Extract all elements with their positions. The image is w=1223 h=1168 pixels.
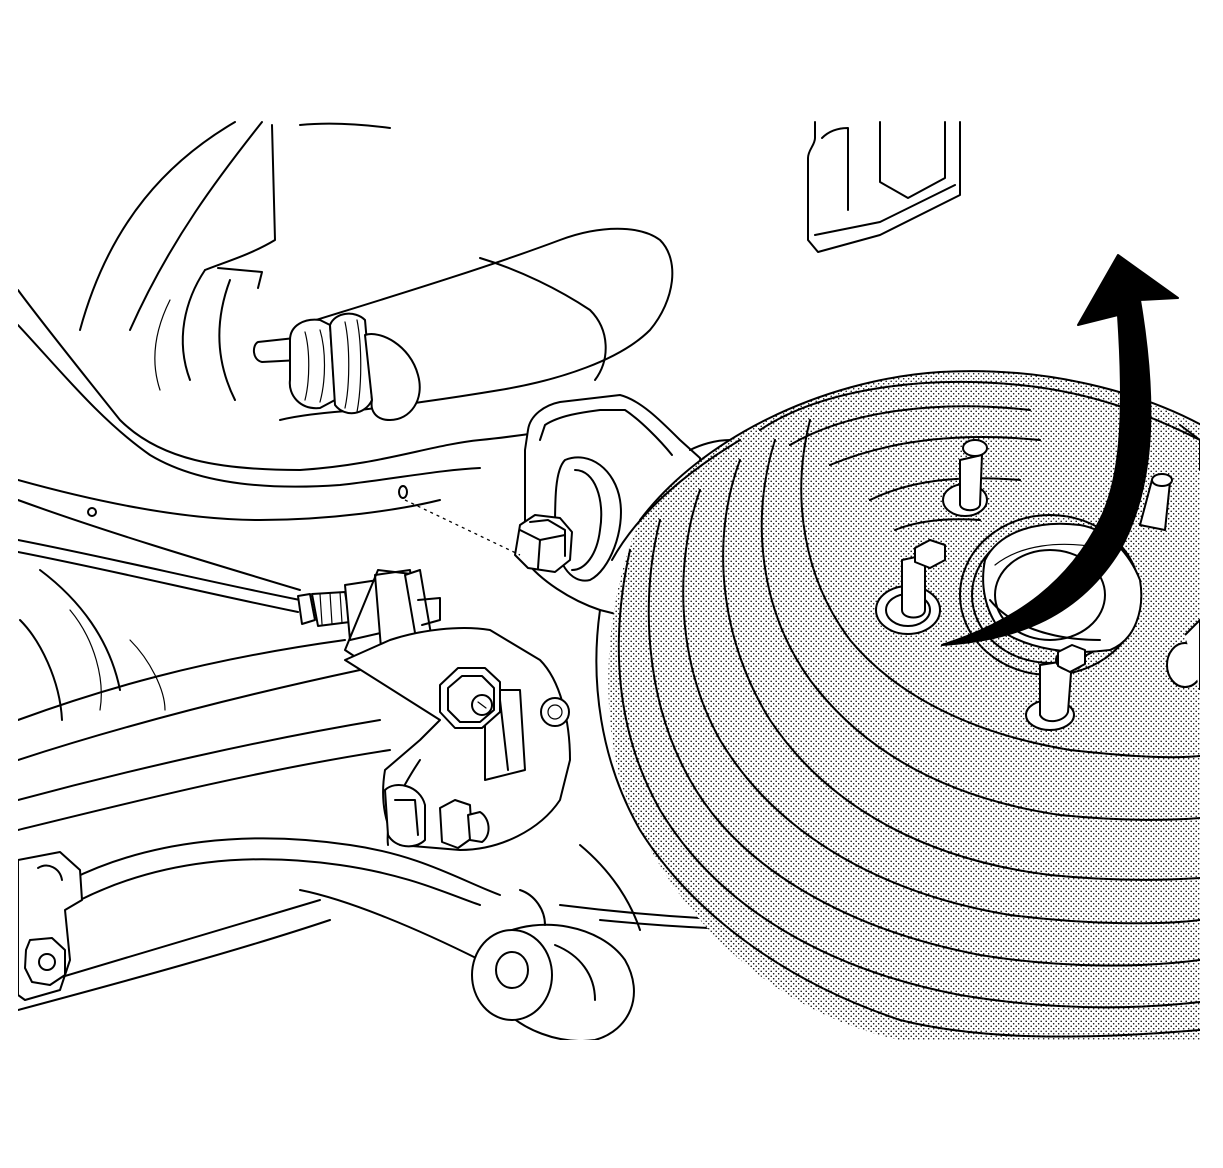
brake-line-icon: [18, 539, 441, 669]
removal-direction-arrow-icon: [941, 254, 1179, 646]
brake-backing-plate-icon: [344, 627, 571, 851]
wheel-stud-icon: [875, 539, 946, 635]
mounting-bolt-icon: [404, 499, 573, 573]
trailing-arm-bushing-icon: [471, 889, 635, 1040]
wheel-stud-icon: [1025, 644, 1086, 731]
body-structure-icon: [79, 121, 391, 401]
axle-beam-icon: [18, 227, 674, 591]
bleeder-valve-icon: [439, 799, 490, 849]
coil-spring-seat-icon: [807, 121, 961, 253]
wheel-stud-icon: [1166, 619, 1200, 690]
left-bracket-icon: [18, 851, 83, 1001]
wheel-stud-icon: [1139, 473, 1173, 531]
lateral-rod-icon: [18, 569, 391, 1011]
wheel-stud-icon: [942, 439, 988, 517]
upper-bushing-icon: [252, 312, 421, 421]
mounting-bolt-icon: [439, 667, 501, 729]
